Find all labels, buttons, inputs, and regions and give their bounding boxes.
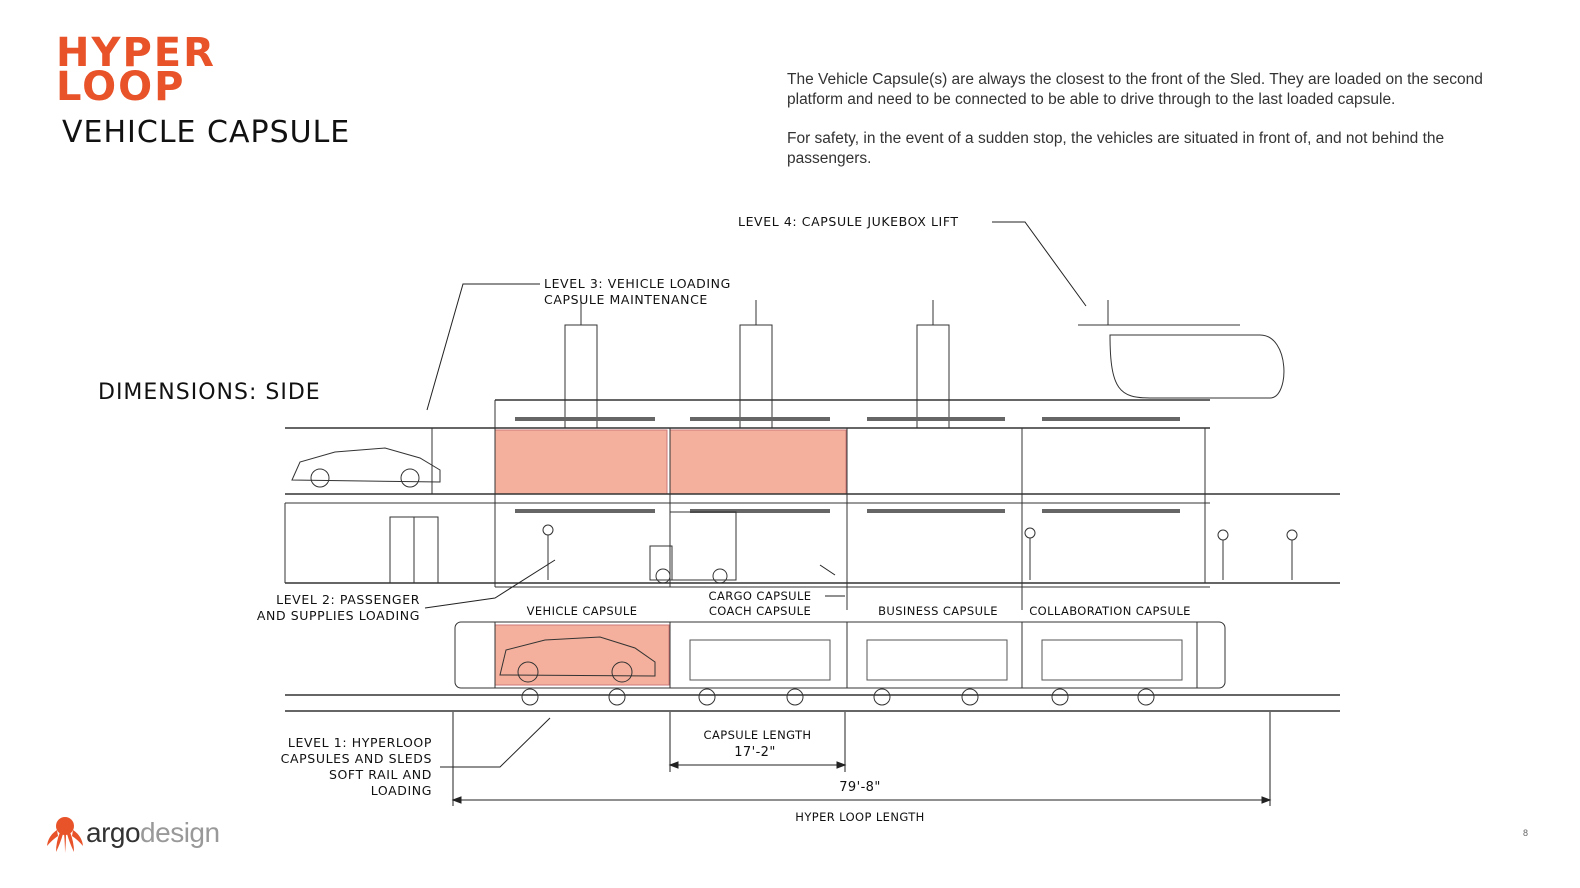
car-vehicle-capsule bbox=[499, 636, 656, 677]
wordmark-argo: argo bbox=[86, 817, 141, 848]
callout-level-3: LEVEL 3: VEHICLE LOADING CAPSULE MAINTEN… bbox=[544, 276, 731, 307]
hyperloop-logo: HYPER LOOP bbox=[56, 30, 216, 110]
page-title: VEHICLE CAPSULE bbox=[62, 115, 351, 150]
capsule-length-label: CAPSULE LENGTH bbox=[703, 728, 812, 742]
label-business-capsule: BUSINESS CAPSULE bbox=[878, 604, 998, 618]
wordmark-design: design bbox=[140, 817, 220, 848]
logo-line-1: HYPER bbox=[56, 30, 216, 76]
label-coach-capsule: COACH CAPSULE bbox=[708, 604, 812, 618]
octopus-icon bbox=[47, 817, 83, 853]
section-title: DIMENSIONS: SIDE bbox=[98, 380, 321, 405]
callout-level-2: LEVEL 2: PASSENGER AND SUPPLIES LOADING bbox=[256, 592, 420, 623]
callout-level-4: LEVEL 4: CAPSULE JUKEBOX LIFT bbox=[738, 214, 959, 229]
logo-line-2: LOOP bbox=[56, 64, 186, 110]
highlight-level3-bay-2 bbox=[669, 429, 847, 495]
total-length-label: HYPER LOOP LENGTH bbox=[795, 810, 925, 824]
capsule-length-value: 17'-2" bbox=[734, 745, 776, 760]
page-number: 8 bbox=[1522, 828, 1528, 838]
callout-level-1: LEVEL 1: HYPERLOOP CAPSULES AND SLEDS SO… bbox=[280, 735, 432, 798]
label-cargo-capsule: CARGO CAPSULE bbox=[708, 589, 812, 603]
total-length-value: 79'-8" bbox=[839, 780, 881, 795]
description-paragraph-2: For safety, in the event of a sudden sto… bbox=[787, 130, 1445, 167]
description-paragraph-1: The Vehicle Capsule(s) are always the cl… bbox=[787, 71, 1483, 108]
highlight-level3-bay-1 bbox=[494, 429, 668, 495]
description: The Vehicle Capsule(s) are always the cl… bbox=[787, 70, 1507, 188]
car-level3 bbox=[291, 447, 441, 483]
label-collaboration-capsule: COLLABORATION CAPSULE bbox=[1029, 604, 1191, 618]
label-vehicle-capsule: VEHICLE CAPSULE bbox=[526, 604, 638, 618]
forklift bbox=[669, 511, 737, 581]
